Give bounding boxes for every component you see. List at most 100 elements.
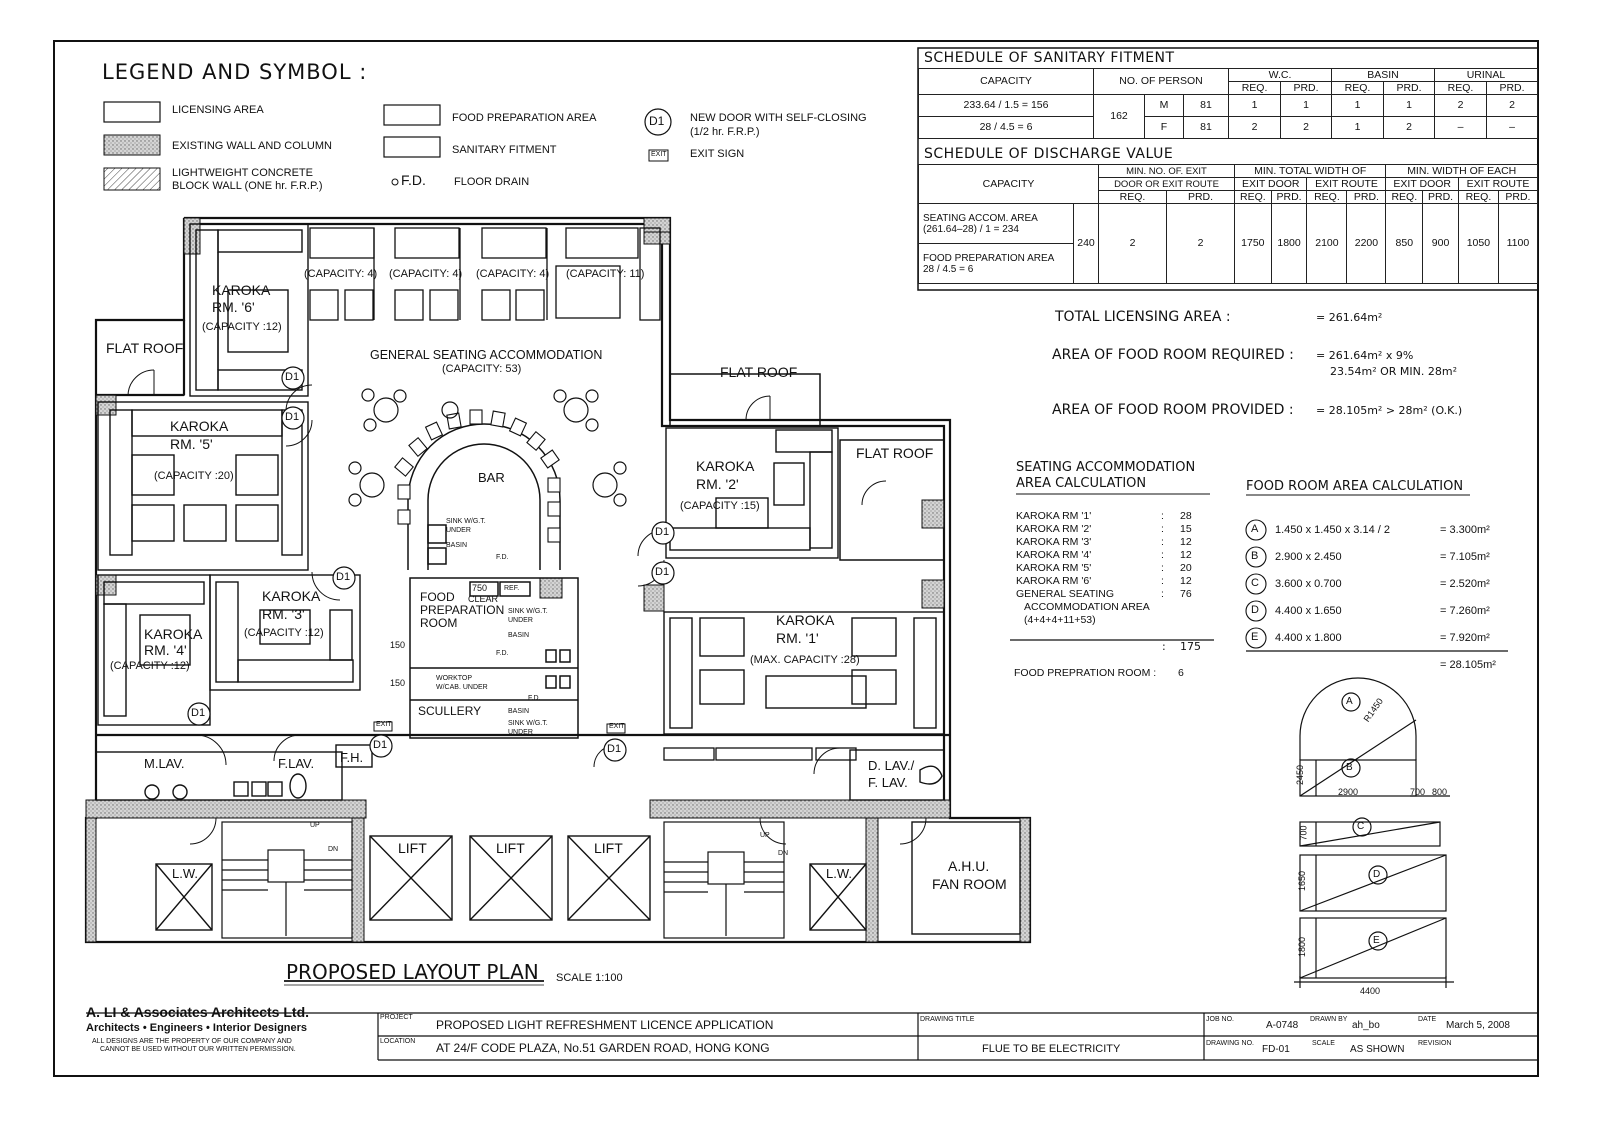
- h-req: REQ.: [1306, 190, 1348, 204]
- bar-sink-2: UNDER: [446, 527, 471, 534]
- door-tag-label: D1: [191, 707, 206, 719]
- disclaimer-2: CANNOT BE USED WITHOUT OUR WRITTEN PERMI…: [100, 1046, 296, 1053]
- booth-cap-3: (CAPACITY: 4): [476, 268, 550, 280]
- scale-label: SCALE: [1312, 1040, 1335, 1047]
- seating-row-label: KAROKA RM '3': [1016, 536, 1092, 548]
- bar-basin: BASIN: [446, 542, 468, 549]
- diagram-w-c1: 700: [1410, 787, 1426, 797]
- karoka5-cap: (CAPACITY :20): [154, 470, 234, 482]
- h-min-exit-1: MIN. NO. OF. EXIT: [1098, 164, 1235, 178]
- sanitary-schedule-table: CAPACITY NO. OF PERSON W.C. BASIN URINAL…: [918, 68, 1539, 139]
- drawing-title-label: DRAWING TITLE: [920, 1016, 975, 1023]
- seating-general-3: (4+4+4+11+53): [1024, 614, 1096, 626]
- stair-up-left: UP: [310, 822, 320, 829]
- food-prep-2: PREPARATION: [420, 603, 505, 617]
- flat-roof-left: FLAT ROOF: [106, 340, 184, 356]
- cell: 2: [1486, 94, 1538, 117]
- exit-sign-label: EXIT: [376, 721, 392, 728]
- plan-scale: SCALE 1:100: [556, 972, 623, 984]
- karoka6-cap: (CAPACITY :12): [202, 321, 282, 333]
- karoka4-cap: (CAPACITY :12): [110, 660, 190, 672]
- h-req: REQ.: [1385, 190, 1424, 204]
- legend-door-label-2: (1/2 hr. F.R.P.): [690, 126, 760, 138]
- scull-basin: BASIN: [508, 708, 530, 715]
- diagram-w-c2: 800: [1432, 787, 1448, 797]
- booth-cap-1: (CAPACITY: 4): [304, 268, 378, 280]
- exit-sign-label: EXIT: [609, 723, 625, 730]
- sheet-border: [53, 40, 1539, 1077]
- seating-total: 175: [1180, 640, 1201, 653]
- company-subtitle: Architects • Engineers • Interior Design…: [86, 1022, 308, 1034]
- dim-150-b: 150: [390, 678, 406, 688]
- cell: 2: [1227, 116, 1282, 139]
- total-licensing-value: = 261.64m²: [1316, 311, 1383, 324]
- karoka2-cap: (CAPACITY :15): [680, 500, 760, 512]
- karoka6-room: [189, 223, 309, 397]
- flat-roof-right: FLAT ROOF: [856, 445, 934, 461]
- food-prep-1: FOOD: [420, 590, 455, 604]
- diagram-d: D: [1373, 869, 1381, 880]
- h-exit-route: EXIT ROUTE: [1457, 177, 1539, 191]
- seating-row-value: 76: [1180, 588, 1192, 600]
- stair-up-right: UP: [760, 832, 770, 839]
- seating-row-value: 15: [1180, 523, 1192, 535]
- m-label: M: [1144, 94, 1184, 117]
- cell: 1800: [1270, 203, 1308, 284]
- scullery-label: SCULLERY: [418, 704, 482, 718]
- food-calc-result: = 7.920m²: [1440, 632, 1490, 644]
- project-label: PROJECT: [380, 1014, 413, 1021]
- cell: –: [1433, 116, 1488, 139]
- legend-sanitary-swatch: [383, 136, 441, 158]
- booth-cap-4: (CAPACITY: 11): [566, 268, 645, 280]
- seating-calc-title-2: AREA CALCULATION: [1016, 476, 1147, 491]
- h-prd: PRD.: [1486, 81, 1538, 95]
- food-calc-key-e: E: [1251, 631, 1259, 643]
- h-capacity: CAPACITY: [918, 68, 1094, 95]
- h-req: REQ.: [1457, 190, 1499, 204]
- diagram-w-total: 4400: [1360, 986, 1381, 996]
- food-calc-key-c: C: [1251, 577, 1259, 589]
- seating-row-value: 20: [1180, 562, 1192, 574]
- door-tag-label: D1: [285, 411, 300, 423]
- food-required-label: AREA OF FOOD ROOM REQUIRED :: [1052, 347, 1294, 363]
- door-tag-label: D1: [336, 571, 351, 583]
- ref-label: REF.: [504, 585, 520, 592]
- lift-3: LIFT: [594, 840, 623, 856]
- diagram-a: A: [1346, 696, 1353, 707]
- total-capacity: 240: [1073, 203, 1099, 284]
- food-calc-key-b: B: [1251, 550, 1259, 562]
- food-calc-formula: 4.400 x 1.800: [1275, 632, 1342, 644]
- cell: 2: [1166, 203, 1235, 284]
- seat-1: SEATING ACCOM. AREA: [923, 212, 1038, 224]
- door-tags: [187, 366, 675, 762]
- karoka6-name: KAROKA: [212, 282, 271, 298]
- flav-label: F.LAV.: [278, 756, 315, 771]
- food-calc-result: = 7.260m²: [1440, 605, 1490, 617]
- cell: 1: [1280, 94, 1332, 117]
- legend-fd-text: F.D.: [401, 172, 426, 188]
- karoka4-room: [97, 574, 211, 726]
- legend-licensing-swatch: [103, 101, 161, 123]
- h-capacity: CAPACITY: [918, 164, 1099, 204]
- seating-row-value: 12: [1180, 575, 1192, 587]
- job-value: A-0748: [1266, 1020, 1299, 1031]
- worktop-2: W/CAB. UNDER: [436, 684, 488, 691]
- cell: 2100: [1306, 203, 1348, 284]
- cell: 1100: [1497, 203, 1539, 284]
- karoka1-name: KAROKA: [776, 612, 835, 628]
- karoka1-room: [663, 611, 945, 735]
- h-total-width: MIN. TOTAL WIDTH OF: [1233, 164, 1387, 178]
- h-basin: BASIN: [1330, 68, 1435, 82]
- diagram-h-d: 1650: [1297, 870, 1308, 892]
- stair-dn-left: DN: [328, 846, 339, 853]
- round-tables: [348, 388, 627, 507]
- food-1: FOOD PREPARATION AREA: [923, 252, 1055, 264]
- h-req: REQ.: [1098, 190, 1167, 204]
- diagram-h-c: 700: [1298, 825, 1309, 841]
- fh-label: F.H.: [340, 750, 364, 765]
- door-tag-label: D1: [607, 743, 622, 755]
- h-prd: PRD.: [1166, 190, 1235, 204]
- seating-row-label: GENERAL SEATING: [1016, 588, 1115, 600]
- scale-value: AS SHOWN: [1350, 1044, 1405, 1055]
